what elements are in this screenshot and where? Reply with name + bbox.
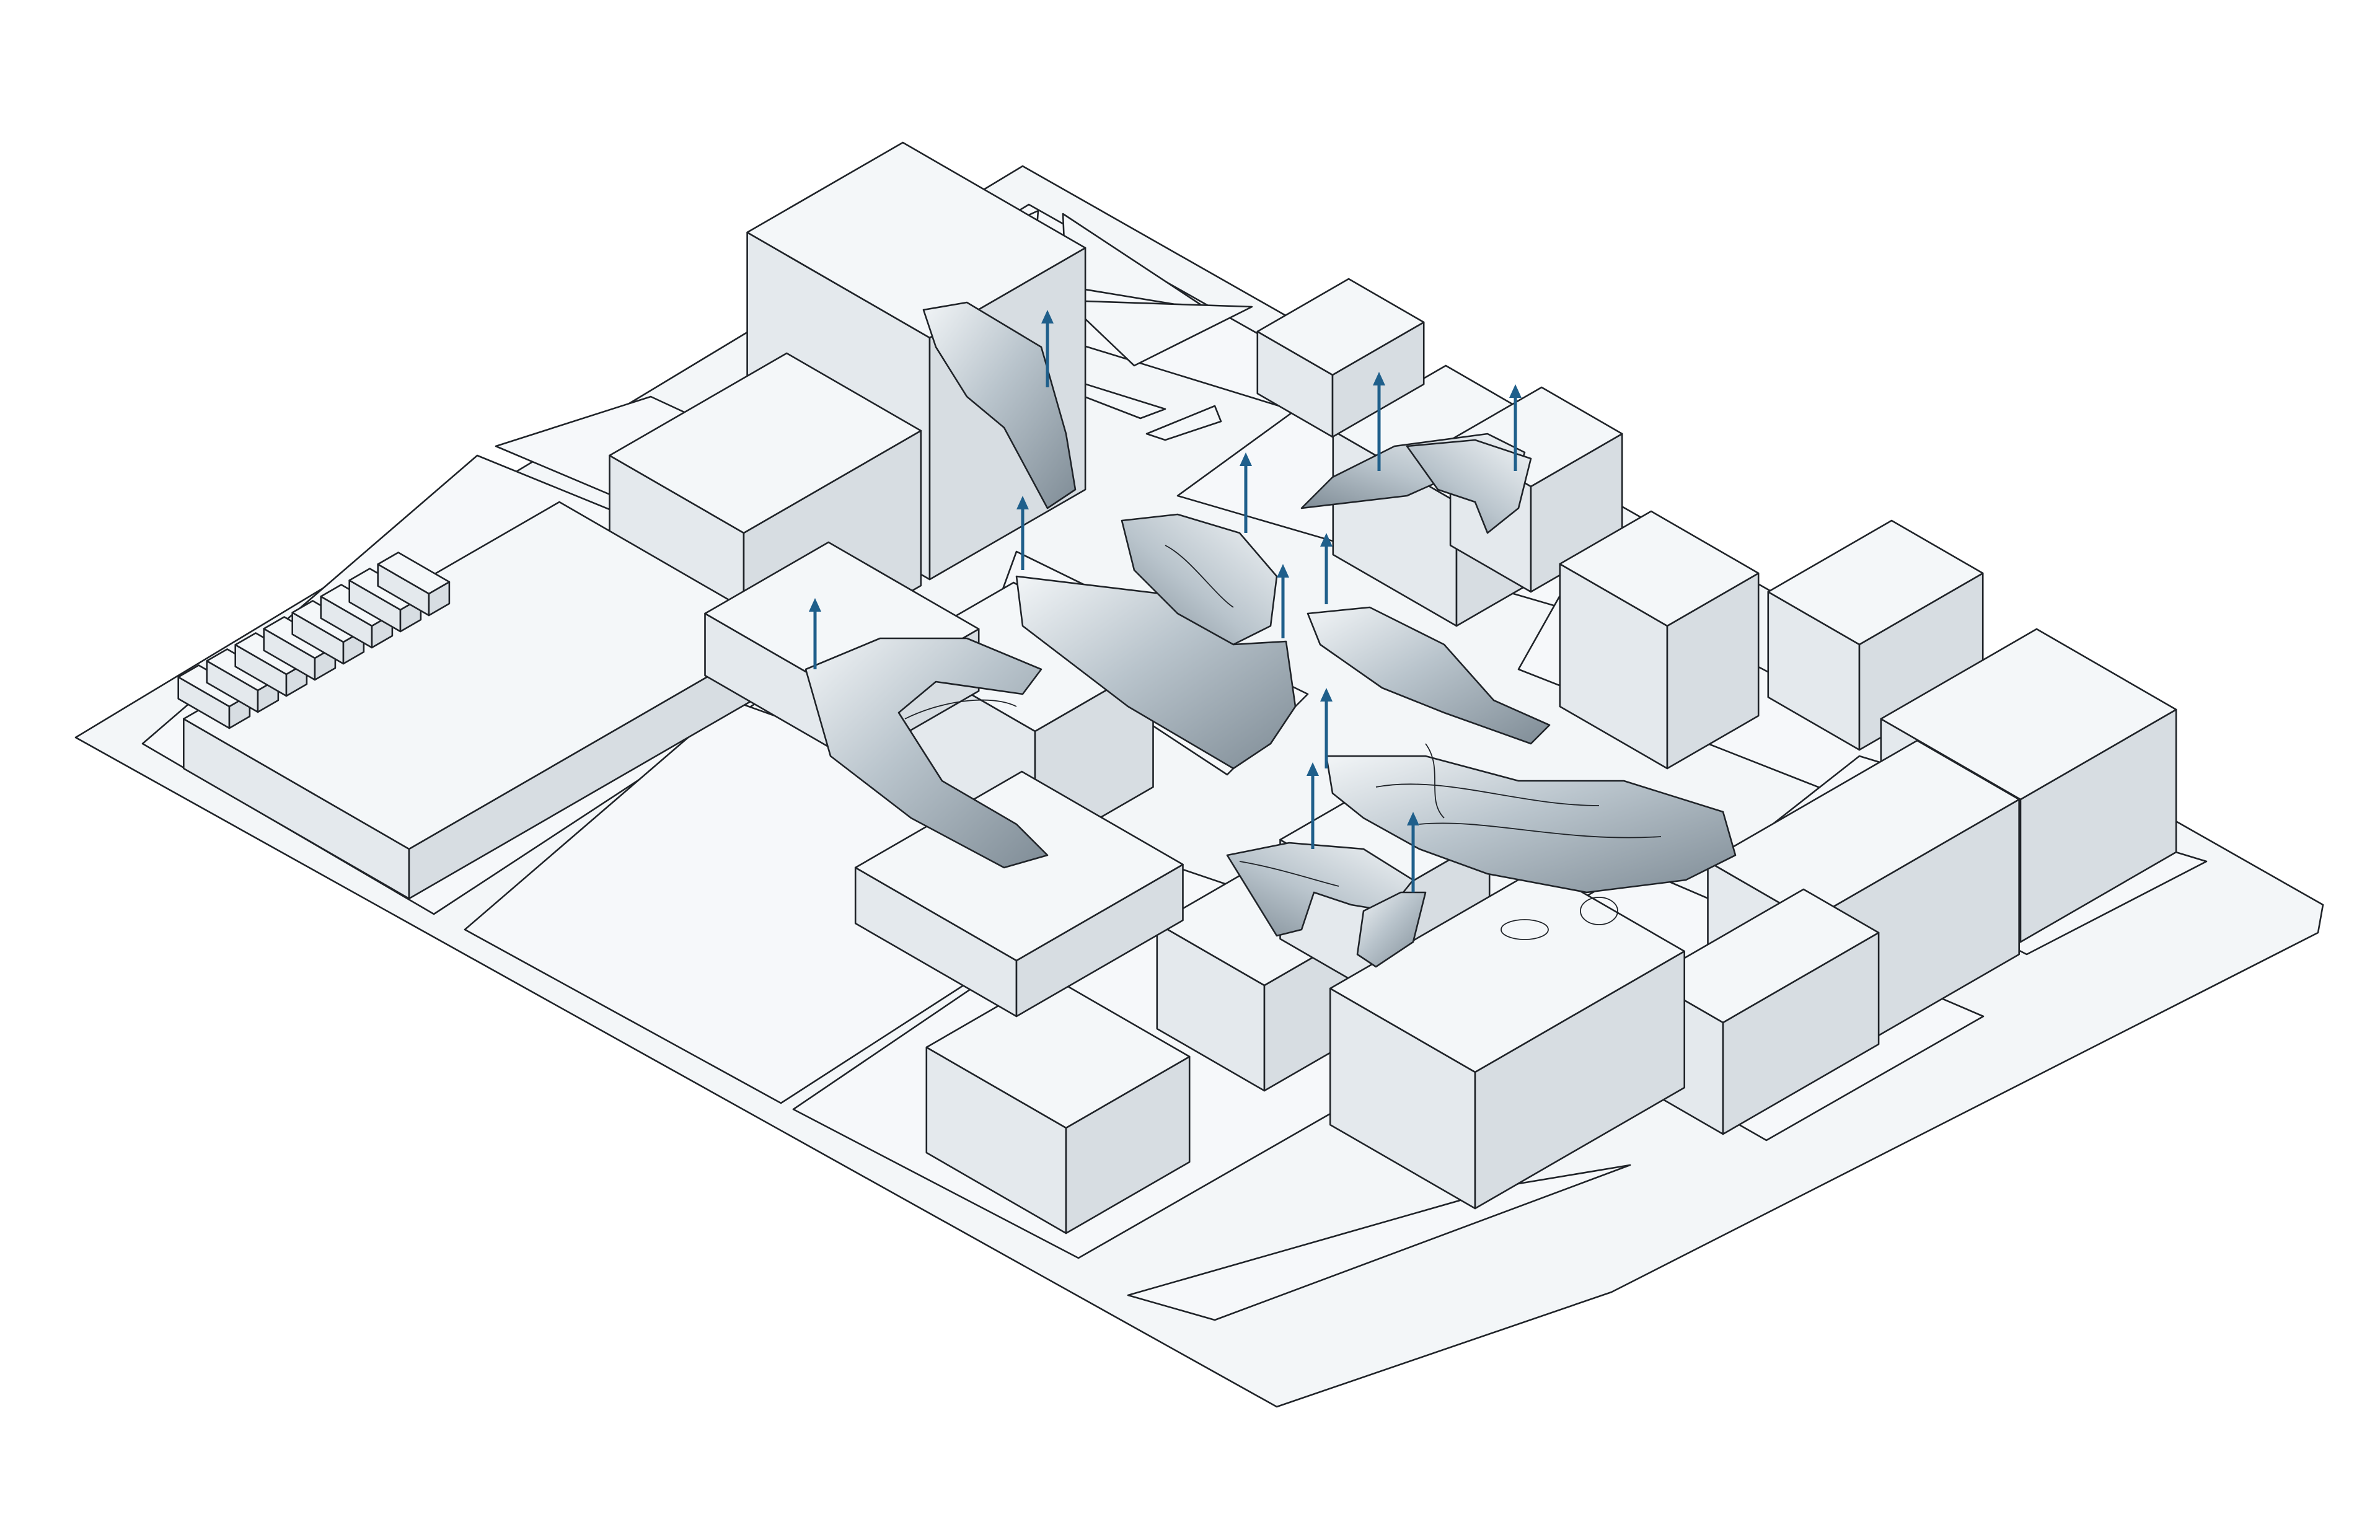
contour-6 (1239, 861, 1339, 887)
airflow-arrow-icon (1320, 688, 1333, 768)
building-southeast-top-face (1707, 739, 2020, 922)
sculpt-south-wing (1356, 891, 1427, 968)
building-west-large-low (182, 501, 786, 900)
contour-4 (1425, 743, 1445, 819)
contour-3 (1419, 822, 1662, 838)
arrow-head (1307, 762, 1319, 776)
arrow-head (1373, 372, 1385, 385)
airflow-arrow-icon (1320, 533, 1333, 604)
arrow-head (1320, 533, 1333, 547)
building-west-mid-top-face (609, 352, 922, 534)
building-south-low-1-top-face (854, 770, 1184, 962)
contour-7 (1580, 897, 1618, 925)
sculpt-northeast-hook (1406, 439, 1532, 534)
airflow-arrow-icon (1407, 812, 1419, 892)
arrow-head (1277, 564, 1289, 578)
plaza-triangle-5 (1145, 405, 1222, 441)
airflow-arrow-icon (1041, 310, 1054, 387)
arrow-head (1509, 384, 1522, 398)
airflow-arrow-icon (1373, 372, 1385, 471)
building-east-1-top-face (1559, 510, 1760, 627)
building-west-large-low-top-face (182, 501, 786, 850)
sculpt-north-tower (922, 301, 1077, 509)
tower-north-west-top-face (746, 141, 1086, 339)
arrow-head (1041, 310, 1054, 323)
arrow-head (1407, 812, 1419, 825)
contour-2 (1375, 783, 1600, 806)
arrow-head (1320, 688, 1333, 702)
airflow-arrow-icon (1307, 762, 1319, 849)
sculpt-east-ribbon (1307, 606, 1551, 745)
sculpt-contours (904, 545, 1662, 940)
airflow-arrow-icon (1277, 564, 1289, 638)
plaza-triangle-3 (1065, 299, 1253, 367)
airflow-arrow-icon (1016, 496, 1029, 570)
building-east-2 (1767, 519, 1984, 751)
airflow-arrow-icon (1509, 384, 1522, 471)
arrow-head (1240, 452, 1252, 466)
sculpted-volumes (804, 301, 1737, 968)
building-south-front (925, 975, 1191, 1234)
airflow-arrow-icon (809, 598, 821, 669)
sculpt-central-twist (1121, 513, 1278, 646)
sculpt-west-arc (804, 637, 1049, 869)
arrow-head (809, 598, 821, 612)
building-east-1 (1559, 510, 1760, 770)
arrow-head (1016, 496, 1029, 509)
airflow-arrows (809, 310, 1522, 892)
contour-1 (904, 699, 1017, 719)
building-northeast-small-top-face (1256, 278, 1425, 376)
sculpt-southeast-loop (1325, 755, 1737, 894)
block-south-strip (1127, 1164, 1631, 1321)
building-south-tower (1329, 866, 1685, 1210)
slab-step-8 (377, 552, 451, 617)
contour-5 (1165, 545, 1234, 608)
contour-8 (1501, 919, 1549, 940)
slab-step-8-top-face (377, 552, 451, 595)
building-east-2-top-face (1767, 519, 1984, 646)
building-south-low-1 (854, 770, 1184, 1018)
airflow-arrow-icon (1240, 452, 1252, 533)
